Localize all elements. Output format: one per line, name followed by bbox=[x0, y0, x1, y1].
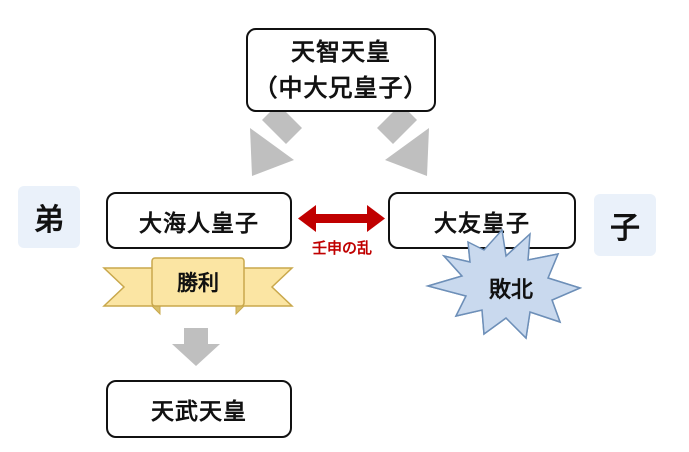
conflict-arrow bbox=[298, 205, 385, 232]
label-younger-brother: 弟 bbox=[18, 186, 80, 248]
victory-ribbon bbox=[102, 257, 294, 316]
gray-arrow-right bbox=[377, 104, 429, 176]
node-tenji-alt-name: （中大兄皇子） bbox=[253, 74, 429, 102]
victory-label: 勝利 bbox=[177, 271, 219, 295]
node-tenji: 天智天皇 （中大兄皇子） bbox=[246, 28, 436, 112]
conflict-label: 壬申の乱 bbox=[311, 238, 372, 257]
node-tenmu: 天武天皇 bbox=[106, 380, 292, 438]
defeat-label: 敗北 bbox=[488, 278, 533, 303]
node-otomo: 大友皇子 bbox=[388, 192, 576, 249]
gray-arrow-down bbox=[172, 328, 220, 366]
label-son: 子 bbox=[594, 194, 656, 256]
node-tenji-name: 天智天皇 bbox=[291, 38, 391, 66]
gray-arrow-left bbox=[250, 104, 302, 176]
node-oama: 大海人皇子 bbox=[106, 192, 292, 249]
